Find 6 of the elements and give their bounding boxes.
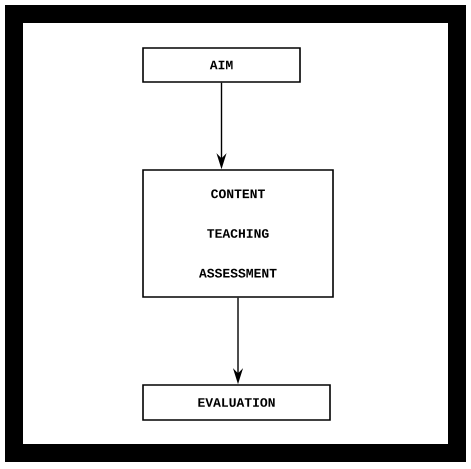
process-box: [142, 169, 334, 298]
box-text: ASSESSMENT: [199, 268, 277, 278]
box-text: TEACHING: [207, 229, 269, 238]
process-box: EVALUATION: [142, 384, 331, 421]
process-box: AIM: [142, 47, 301, 83]
box-text: CONTENT: [211, 189, 265, 198]
